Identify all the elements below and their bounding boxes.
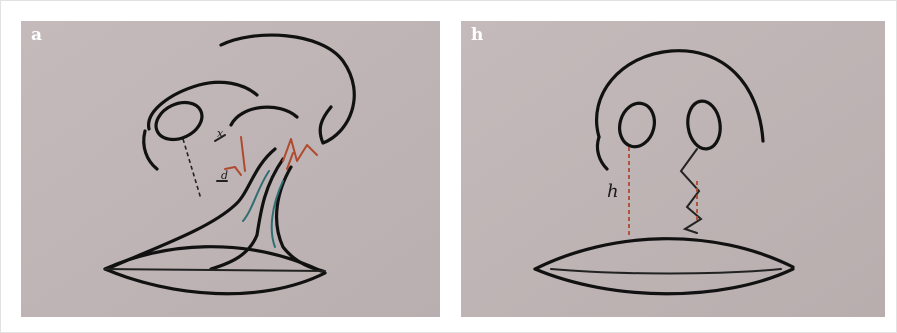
panel-b-drawing: h [461, 21, 885, 317]
panel-a-drawing: x d [21, 21, 440, 317]
panel-letter-b: h [471, 27, 483, 44]
panel-a-paper [21, 21, 440, 317]
label-h: h [607, 181, 619, 202]
panel-b: h h [461, 21, 885, 317]
label-x: x [217, 127, 224, 140]
panel-a: x d a [21, 21, 440, 317]
label-d: d [221, 169, 228, 182]
panel-letter-a: a [31, 27, 42, 44]
